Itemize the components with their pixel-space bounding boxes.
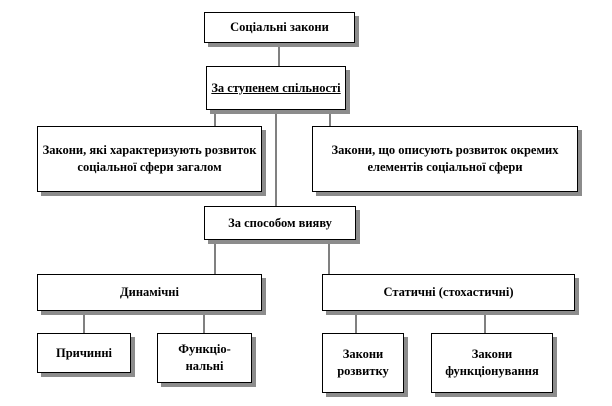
node-dynamic: Динамічні <box>37 274 262 311</box>
node-functioning-label: Закони функціонування <box>445 347 539 378</box>
node-functioning: Закони функціонування <box>431 333 553 393</box>
node-criterion-degree: За ступенем спільності <box>206 66 346 110</box>
node-development-label: Закони розвитку <box>337 347 389 378</box>
node-degree-general: Закони, які характеризують розвиток соці… <box>37 126 262 192</box>
node-functional-label: Функціо-нальні <box>178 342 231 373</box>
node-degree-elements: Закони, що описують розвиток окремих еле… <box>312 126 578 192</box>
node-causal-label: Причинні <box>55 345 112 360</box>
node-root-label: Соціальні закони <box>230 20 329 34</box>
node-criterion-manifestation-label: За способом вияву <box>228 215 332 230</box>
node-causal: Причинні <box>37 333 131 373</box>
node-functional: Функціо-нальні <box>157 333 252 383</box>
node-dynamic-label: Динамічні <box>120 285 179 299</box>
node-criterion-manifestation: За способом вияву <box>204 206 356 240</box>
node-static-label: Статичні (стохастичні) <box>383 285 514 299</box>
node-root: Соціальні закони <box>204 12 355 43</box>
node-degree-general-label: Закони, які характеризують розвиток соці… <box>42 143 257 174</box>
node-criterion-degree-label: За ступенем спільності <box>211 80 341 95</box>
node-static: Статичні (стохастичні) <box>322 274 575 311</box>
node-development: Закони розвитку <box>322 333 404 393</box>
node-degree-elements-label: Закони, що описують розвиток окремих еле… <box>331 143 559 174</box>
